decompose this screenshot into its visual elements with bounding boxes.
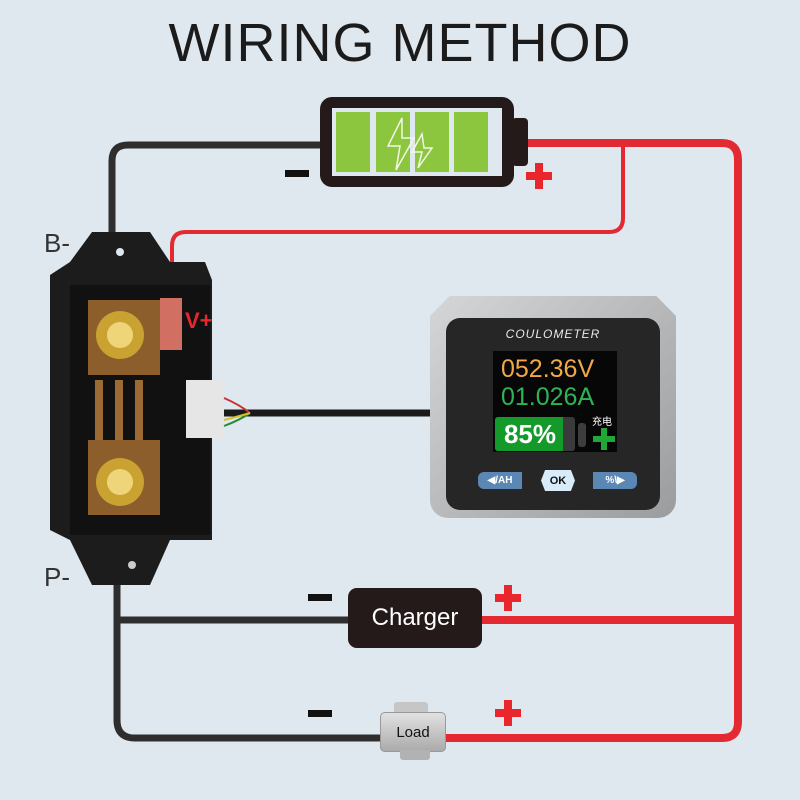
battery-percent: 85% (503, 419, 557, 449)
battery-minus-sign (285, 170, 309, 177)
p-minus-label: P- (44, 562, 70, 592)
charger-plus-sign (495, 585, 521, 611)
load-label: Load (396, 723, 430, 741)
left-ah-button[interactable]: ◀/AH (478, 472, 522, 489)
battery-level-fill (495, 417, 563, 451)
load-connector-top (394, 702, 428, 714)
meter-screen: 052.36V 01.026A 85% 充电 (493, 351, 617, 452)
load-connector: Load (380, 712, 446, 752)
v-plus-connector (160, 298, 182, 350)
lightning-bolt-icon (386, 117, 434, 171)
charger-minus-sign (308, 594, 332, 601)
load-plus-sign (495, 700, 521, 726)
load-connector-bottom (400, 750, 430, 760)
p-minus-wire (113, 480, 385, 742)
load-minus-sign (308, 710, 332, 717)
right-percent-button[interactable]: %\▶ (593, 472, 637, 489)
battery-icon (320, 97, 528, 187)
plus-icon (593, 428, 615, 450)
charger-box: Charger (348, 588, 482, 648)
ok-button[interactable]: OK (541, 470, 575, 491)
charge-status: 充电 (592, 417, 612, 428)
battery-level-bar: 85% (495, 417, 575, 451)
b-minus-label: B- (44, 228, 70, 258)
meter-brand: COULOMETER (505, 327, 601, 341)
v-plus-label: V+ (185, 308, 213, 333)
battery-negative-wire (108, 141, 324, 334)
battery-positive-wire (445, 139, 742, 742)
v-plus-wire (170, 143, 625, 305)
charger-label: Charger (371, 604, 459, 631)
voltage-readout: 052.36V (501, 355, 595, 383)
current-readout: 01.026A (501, 383, 595, 411)
comm-connector (186, 380, 224, 438)
shunt-module (50, 232, 224, 585)
battery-plus-sign (526, 163, 552, 189)
page-title: WIRING METHOD (168, 13, 632, 73)
battery-cap (578, 423, 586, 447)
